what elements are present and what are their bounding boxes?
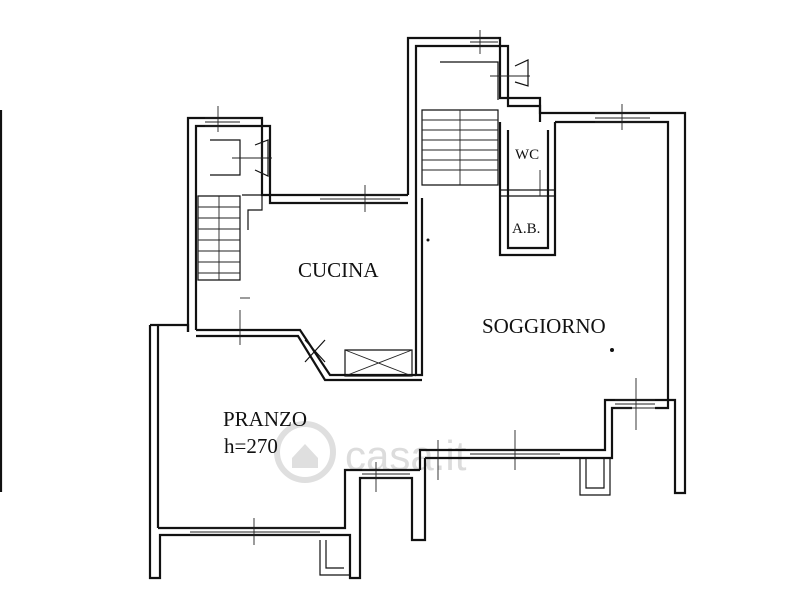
stairs-top: [421, 59, 530, 186]
room-label-soggiorno: SOGGIORNO: [482, 314, 606, 338]
stairs-left: [197, 139, 272, 299]
bathroom-block: [498, 122, 557, 257]
room-height-pranzo: h=270: [224, 434, 278, 458]
room-label-cucina: CUCINA: [298, 258, 379, 282]
light-point: [610, 348, 614, 352]
watermark-text: casa.it: [345, 432, 467, 479]
room-label-wc: WC: [515, 147, 539, 163]
socket-mark: [426, 238, 430, 242]
watermark: casa.it: [274, 421, 467, 483]
room-label-pranzo: PRANZO: [223, 407, 307, 431]
windows: [190, 30, 655, 545]
kitchen-counter: [304, 339, 413, 377]
outer-walls: [148, 36, 687, 580]
room-label-ab: A.B.: [512, 221, 540, 237]
